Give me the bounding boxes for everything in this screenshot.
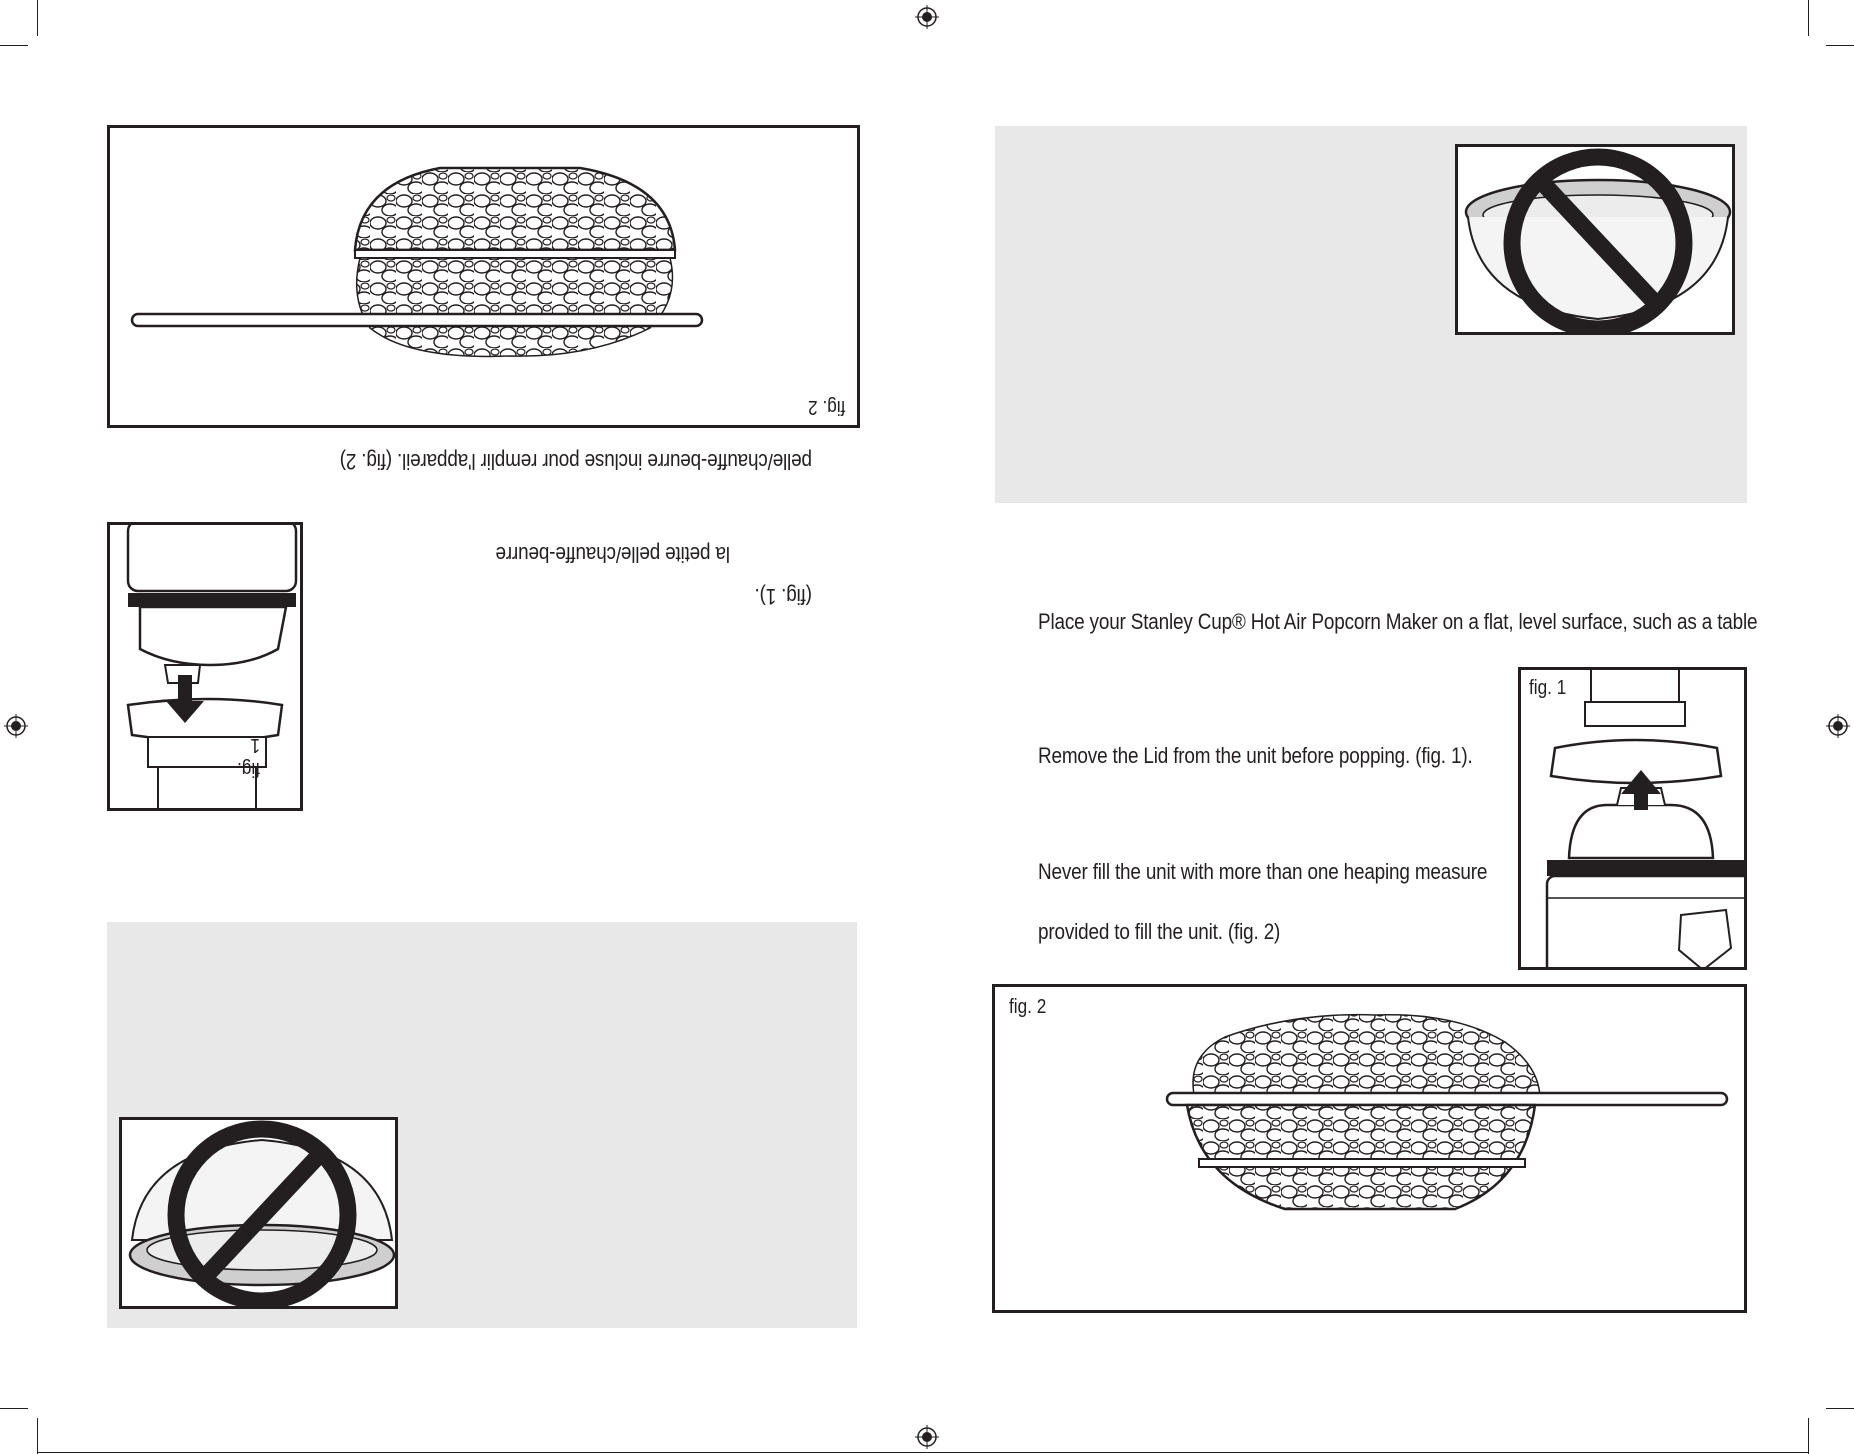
- arrow-icon: [166, 675, 204, 723]
- crosshair-registration-mark: [1826, 714, 1850, 738]
- crosshair-registration-mark: [915, 1425, 939, 1449]
- crop-mark: [1808, 1418, 1809, 1454]
- right-para-3-line-2: provided to fill the unit. (fig. 2): [1038, 919, 1281, 944]
- right-warning-frame: [1455, 144, 1735, 335]
- left-caption-scoop: la petite pelle/chauffe-beurre: [495, 542, 730, 567]
- crop-mark: [1808, 0, 1809, 36]
- popcorn-maker-lid-illustration: [126, 525, 298, 808]
- right-fig1-frame: fig. 1: [1518, 667, 1747, 970]
- left-warning-frame: [119, 1117, 398, 1309]
- arrow-icon: [1621, 770, 1661, 810]
- crop-mark: [37, 1418, 38, 1454]
- fig-label: fig. 1: [1529, 677, 1567, 699]
- no-symbol-icon: [167, 1120, 357, 1306]
- left-fig1-frame: fig. 1: [107, 522, 303, 811]
- fig-label: fig. 1: [237, 734, 260, 780]
- fig-label: fig. 2: [807, 396, 845, 418]
- fig-label: fig. 2: [1009, 996, 1047, 1018]
- crosshair-registration-mark: [915, 5, 939, 29]
- popcorn-scoop-illustration: [130, 166, 704, 358]
- crop-mark: [1826, 1408, 1854, 1409]
- left-caption-fig2: pelle/chauffe-beurre incluse pour rempli…: [339, 449, 812, 474]
- right-fig2-frame: fig. 2: [992, 984, 1747, 1313]
- right-para-3-line-1: Never fill the unit with more than one h…: [1038, 859, 1488, 884]
- popcorn-maker-lid-illustration: [1545, 670, 1744, 967]
- crop-mark: [37, 0, 38, 36]
- right-para-1: Place your Stanley Cup® Hot Air Popcorn …: [1038, 609, 1758, 634]
- crop-mark: [0, 1408, 28, 1409]
- trim-line: [38, 1452, 1808, 1453]
- left-fig2-frame: fig. 2: [107, 125, 860, 428]
- right-para-2: Remove the Lid from the unit before popp…: [1038, 743, 1473, 768]
- crop-mark: [1826, 45, 1854, 46]
- left-caption-fig1: (fig. 1).: [754, 584, 812, 609]
- no-symbol-icon: [1503, 148, 1693, 332]
- popcorn-scoop-illustration: [1165, 1013, 1729, 1211]
- crosshair-registration-mark: [4, 714, 28, 738]
- crop-mark: [0, 45, 28, 46]
